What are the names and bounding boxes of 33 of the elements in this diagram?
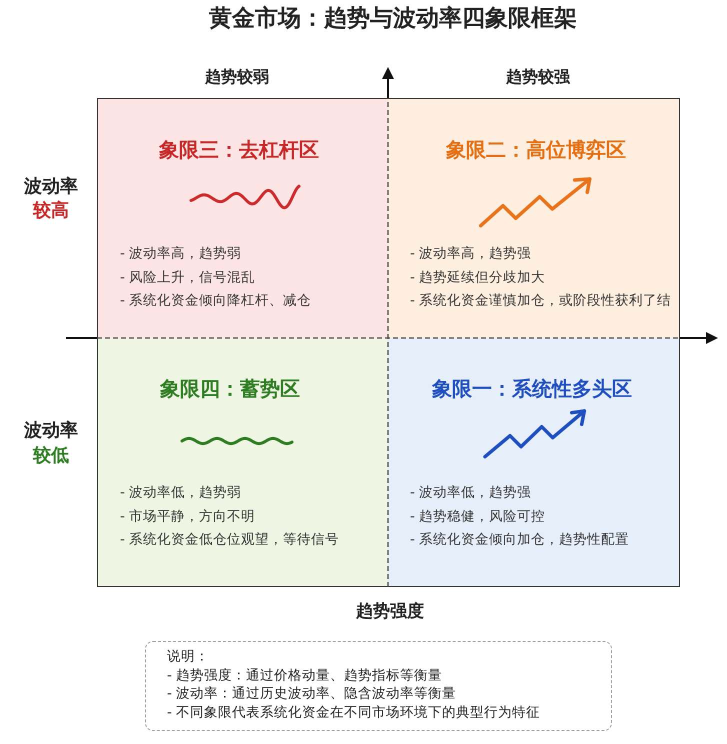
- note-text: - 趋势强度：通过价格动量、趋势指标等衡量: [167, 667, 442, 684]
- quadrant-panel: [388, 338, 680, 587]
- bullet-text: - 波动率低，趋势强: [410, 484, 532, 502]
- bullet-text: - 趋势稳健，风险可控: [410, 508, 546, 525]
- note-box: [145, 641, 612, 731]
- quadrant-panel: [97, 338, 388, 587]
- axis-label: 波动率: [24, 176, 78, 198]
- quadrant-title: 象限二：高位博弈区: [446, 138, 626, 162]
- note-heading: 说明：: [167, 648, 209, 666]
- note-text: - 波动率：通过历史波动率、隐含波动率等衡量: [167, 686, 456, 703]
- quadrant-panel: [97, 98, 388, 338]
- bullet-text: - 系统化资金倾向加仓，趋势性配置: [410, 532, 630, 548]
- axis-label: 波动率: [24, 420, 78, 442]
- bullet-text: - 波动率低，趋势弱: [120, 484, 242, 502]
- bullet-text: - 系统化资金低仓位观望，等待信号: [120, 532, 340, 548]
- bullet-text: - 系统化资金倾向降杠杆、减仓: [120, 292, 312, 310]
- bullet-text: - 趋势延续但分歧加大: [410, 269, 546, 286]
- note-text: - 不同象限代表系统化资金在不同市场环境下的典型行为特征: [167, 704, 540, 722]
- chart-title: 黄金市场：趋势与波动率四象限框架: [209, 4, 577, 34]
- bullet-text: - 波动率高，趋势弱: [120, 246, 242, 262]
- bullet-text: - 系统化资金谨慎加仓，或阶段性获利了结: [410, 292, 672, 310]
- bullet-text: - 市场平静，方向不明: [120, 508, 256, 525]
- bullet-text: - 波动率高，趋势强: [410, 246, 532, 262]
- axis-label: 趋势较弱: [205, 67, 269, 87]
- quadrant-title: 象限三：去杠杆区: [159, 138, 319, 162]
- axis-label: 较低: [33, 444, 69, 468]
- axis-label: 趋势强度: [356, 601, 424, 623]
- quadrant-panel: [388, 98, 680, 338]
- quadrant-title: 象限四：蓄势区: [160, 376, 300, 402]
- bullet-text: - 风险上升，信号混乱: [120, 269, 256, 286]
- quadrant-title: 象限一：系统性多头区: [432, 376, 632, 402]
- axis-label: 较高: [33, 200, 69, 222]
- axis-label: 趋势较强: [506, 67, 570, 87]
